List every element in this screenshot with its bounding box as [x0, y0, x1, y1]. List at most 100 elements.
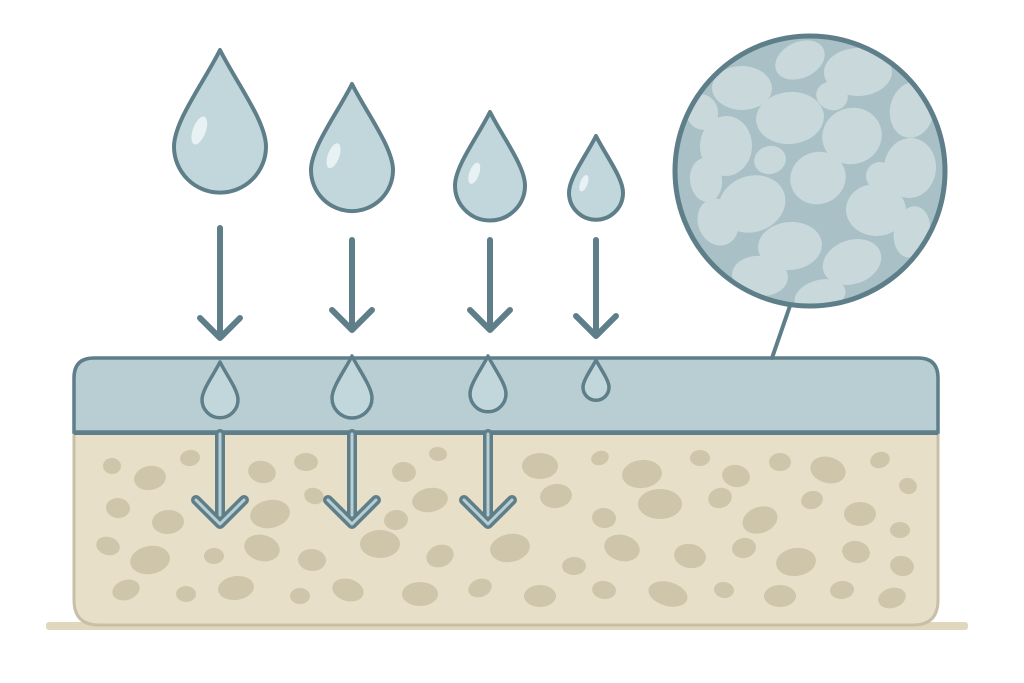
- pebble: [152, 509, 184, 535]
- pebble: [674, 543, 706, 569]
- pebble: [524, 585, 556, 607]
- pebble: [878, 587, 906, 609]
- pebble: [714, 581, 734, 599]
- pebble: [294, 452, 318, 472]
- water-drop-icon: [581, 358, 611, 403]
- pebble: [732, 537, 756, 559]
- pore-cell: [758, 221, 822, 271]
- pore-cell: [915, 54, 945, 86]
- pebble: [708, 487, 732, 509]
- pebble: [490, 533, 530, 563]
- pebble: [540, 483, 572, 509]
- pore-cell: [775, 40, 825, 80]
- arrow-down-icon: [191, 429, 249, 529]
- pebble: [562, 556, 586, 576]
- pebble: [522, 453, 558, 479]
- pebble: [176, 585, 196, 603]
- pebble: [218, 575, 254, 601]
- pebble: [180, 449, 200, 467]
- pore-cell: [697, 198, 739, 246]
- pebble: [112, 579, 140, 601]
- pebble: [96, 536, 120, 556]
- pore-cell: [822, 239, 882, 285]
- pore-cell: [756, 91, 824, 145]
- water-drop-icon: [453, 110, 527, 223]
- pebble: [769, 453, 791, 471]
- water-drop-icon: [468, 354, 508, 414]
- substrate-pebbles: [96, 446, 917, 609]
- magnifier-pointer: [770, 298, 794, 360]
- pore-cell: [846, 183, 906, 237]
- arrow-down-icon: [329, 237, 375, 333]
- pebble: [360, 530, 400, 558]
- pebble: [776, 547, 816, 577]
- water-drop-icon: [200, 360, 240, 420]
- pebble: [742, 506, 778, 534]
- pebble: [899, 477, 917, 495]
- pore-cell: [824, 47, 892, 97]
- water-drop-icon: [330, 354, 374, 420]
- pebble: [870, 451, 890, 469]
- pore-cell: [927, 256, 945, 284]
- pebble: [134, 465, 166, 491]
- pebble: [764, 585, 796, 607]
- pebble: [106, 497, 130, 519]
- pebble: [250, 499, 290, 529]
- pebble: [591, 450, 609, 466]
- pebble: [130, 545, 170, 575]
- pebble: [638, 489, 682, 519]
- arrow-down-icon: [197, 225, 243, 341]
- pebble: [722, 464, 750, 488]
- pebble: [690, 450, 710, 466]
- magnifier-rim: [672, 33, 948, 309]
- pebble: [290, 588, 310, 604]
- pebble: [648, 581, 688, 607]
- falling-drops: [172, 48, 625, 341]
- pore-cell: [732, 255, 788, 297]
- substrate-body: [72, 430, 940, 627]
- pore-cell: [883, 138, 937, 198]
- pebble: [204, 547, 224, 565]
- pebble: [384, 509, 408, 531]
- pebble: [103, 457, 121, 475]
- arrow-down-icon: [467, 237, 513, 333]
- pebble: [801, 490, 823, 510]
- pore-cell: [689, 158, 723, 202]
- pebble: [426, 544, 454, 568]
- pebble: [890, 522, 910, 538]
- arrow-down-icon: [459, 429, 517, 529]
- pebble: [592, 580, 616, 600]
- pore-cell: [712, 65, 772, 111]
- pore-cell: [699, 116, 753, 176]
- water-drop-icon: [172, 48, 268, 195]
- pebble: [622, 459, 662, 489]
- substrate-layer: [72, 430, 940, 627]
- water-drop-icon: [567, 134, 625, 222]
- pebble: [304, 487, 324, 505]
- pebble: [248, 460, 276, 484]
- pebble: [604, 534, 640, 562]
- pore-cell: [816, 81, 848, 111]
- pebble: [842, 540, 870, 564]
- pebble: [298, 548, 326, 572]
- pebble: [429, 446, 447, 462]
- pebble: [844, 502, 876, 526]
- pore-cell: [790, 151, 846, 205]
- pore-cell: [754, 145, 786, 175]
- pebble: [810, 456, 846, 484]
- penetration-group: [191, 354, 611, 529]
- pebble: [468, 578, 492, 598]
- arrow-down-icon: [573, 237, 619, 339]
- pebble: [412, 487, 448, 513]
- pebble: [244, 534, 280, 562]
- pore-cell: [866, 162, 894, 190]
- magnifier-circle-icon: [672, 33, 948, 360]
- water-drop-icon: [309, 82, 395, 214]
- pebble: [830, 580, 854, 600]
- pebble: [402, 582, 438, 606]
- pebble: [592, 507, 616, 529]
- arrow-down-icon: [323, 429, 381, 529]
- pebble: [392, 461, 416, 483]
